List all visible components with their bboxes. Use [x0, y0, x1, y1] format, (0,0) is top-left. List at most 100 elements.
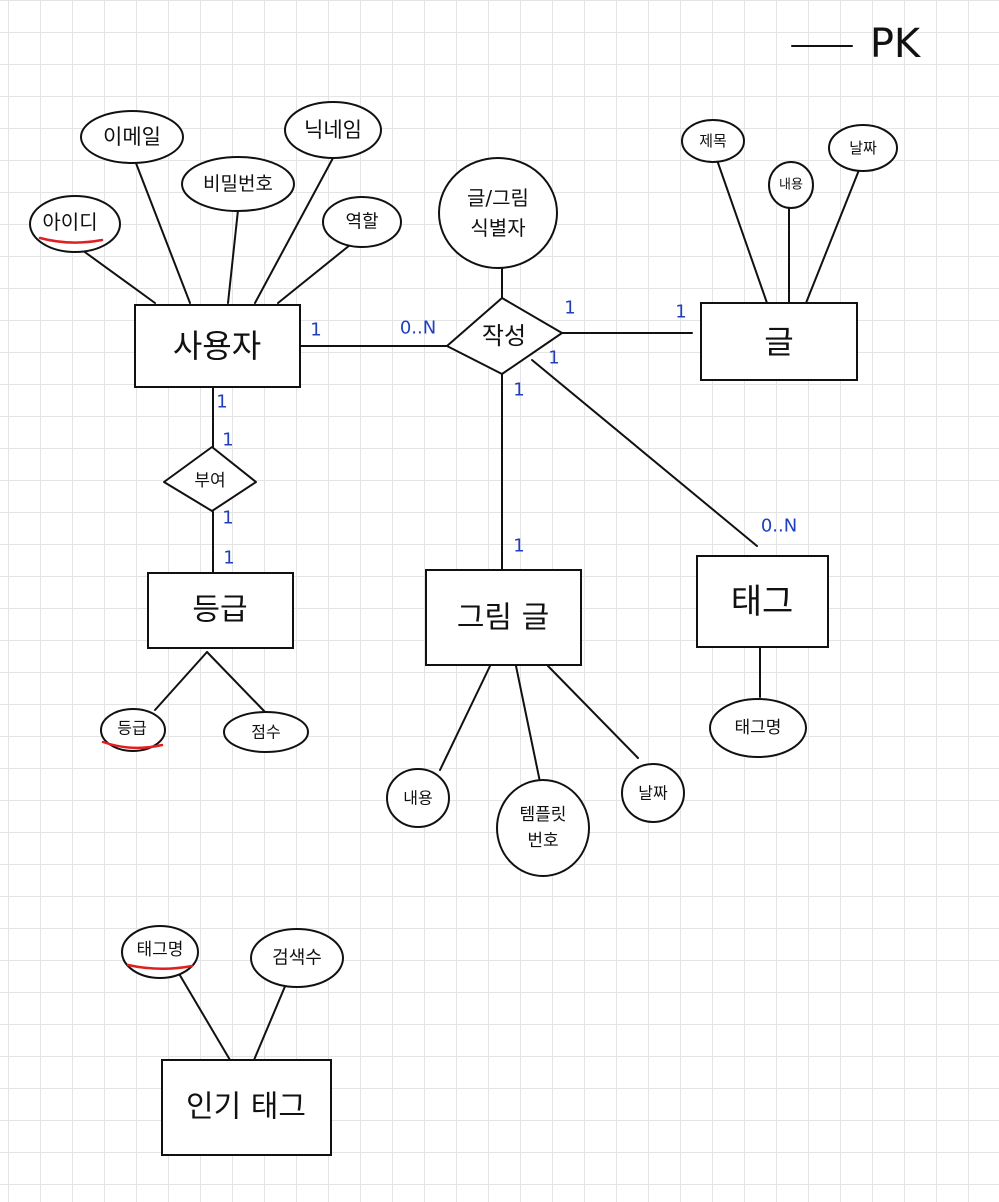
- attr-popular-tag-search-count-label: 검색수: [272, 948, 322, 969]
- cardinality-grade-assign: 1: [223, 548, 234, 569]
- connector-user-password: [227, 209, 239, 304]
- attr-write-identifier-label-line: 글/그림: [467, 186, 529, 210]
- attr-popular-tag-name-label: 태그명: [137, 940, 184, 960]
- attr-drawing-template-ellipse: [496, 779, 590, 877]
- connector-popular-tag-search-count: [253, 983, 287, 1061]
- relationship-assign-diamond: [163, 446, 257, 512]
- attr-grade-score-ellipse: [223, 711, 309, 753]
- attr-grade-grade-pk-underline: [101, 740, 164, 750]
- relationship-write-label: 작성: [482, 322, 526, 350]
- attr-tag-name-label: 태그명: [735, 718, 782, 738]
- attr-drawing-date-ellipse: [621, 763, 685, 823]
- attr-drawing-template-label-line: 번호: [527, 831, 558, 851]
- attr-post-content-ellipse: [768, 161, 814, 209]
- attr-drawing-content-label: 내용: [403, 789, 432, 808]
- connectors: [81, 157, 860, 1061]
- attr-user-id-pk-underline: [38, 236, 104, 244]
- attr-user-id-ellipse: [29, 195, 121, 253]
- attr-user-email: 이메일: [80, 110, 184, 164]
- connector-grade-grade: [154, 651, 208, 711]
- attr-user-password-label: 비밀번호: [203, 173, 273, 195]
- connector-post-date: [805, 169, 860, 304]
- attr-drawing-template-label-line: 템플릿: [520, 805, 567, 825]
- connector-user-nickname: [254, 157, 334, 304]
- attr-post-date-label: 날짜: [849, 139, 877, 157]
- attr-post-title-label: 제목: [699, 132, 727, 150]
- attr-popular-tag-name: 태그명: [121, 925, 199, 979]
- attr-user-password-ellipse: [181, 156, 295, 212]
- attr-post-content-label: 내용: [779, 178, 803, 193]
- entity-drawing: 그림 글: [425, 569, 582, 666]
- attr-popular-tag-name-ellipse: [121, 925, 199, 979]
- attr-grade-grade: 등급: [100, 708, 166, 752]
- connector-drawing-date: [547, 665, 639, 759]
- attr-post-date-ellipse: [828, 124, 898, 172]
- connector-drawing-template: [515, 665, 541, 783]
- cardinality-tag-write: 0..N: [761, 516, 797, 537]
- connector-write-tag: [531, 359, 758, 547]
- attr-tag-name: 태그명: [709, 698, 807, 758]
- attr-post-title-ellipse: [681, 119, 745, 163]
- attr-grade-grade-ellipse: [100, 708, 166, 752]
- cardinality-write-post: 1: [564, 298, 575, 319]
- connector-grade-score: [206, 651, 266, 713]
- pk-legend-label: PK: [870, 21, 922, 67]
- entity-drawing-label: 그림 글: [457, 601, 549, 636]
- entity-post: 글: [700, 302, 858, 381]
- attr-user-nickname-label: 닉네임: [304, 118, 362, 142]
- cardinality-assign-user: 1: [222, 430, 233, 451]
- attr-user-role: 역할: [322, 196, 402, 248]
- attr-drawing-date: 날짜: [621, 763, 685, 823]
- connector-drawing-content: [439, 665, 491, 771]
- cardinality-labels: 1 0..N 1 1 1 1 1 0..N 1 1 1 1: [216, 298, 797, 569]
- cardinality-drawing-write: 1: [513, 536, 524, 557]
- attr-user-nickname-ellipse: [284, 101, 382, 159]
- attr-user-password: 비밀번호: [181, 156, 295, 212]
- entity-popular-tag-box: [161, 1059, 332, 1156]
- attr-popular-tag-name-pk-underline: [126, 963, 194, 971]
- attr-drawing-content-ellipse: [386, 768, 450, 828]
- attr-popular-tag-search-count: 검색수: [250, 928, 344, 988]
- entity-drawing-box: [425, 569, 582, 666]
- entity-grade-label: 등급: [192, 593, 247, 628]
- attr-user-id: 아이디: [29, 195, 121, 253]
- attr-user-role-label: 역할: [345, 212, 378, 233]
- cardinality-user-assign: 1: [216, 392, 227, 413]
- attr-write-identifier-label-line: 식별자: [470, 216, 525, 240]
- entity-post-box: [700, 302, 858, 381]
- connector-user-role: [277, 244, 351, 304]
- entity-tag-label: 태그: [731, 582, 794, 622]
- relationship-write: 작성: [446, 297, 563, 375]
- connector-user-id: [81, 249, 156, 304]
- entity-grade: 등급: [147, 572, 294, 649]
- entity-user-box: [134, 304, 301, 388]
- relationship-assign: 부여: [163, 446, 257, 512]
- entity-tag-box: [696, 555, 829, 648]
- attr-popular-tag-search-count-ellipse: [250, 928, 344, 988]
- cardinality-assign-grade: 1: [222, 508, 233, 529]
- attr-user-email-ellipse: [80, 110, 184, 164]
- entity-popular-tag-label: 인기 태그: [186, 1090, 306, 1125]
- cardinality-write-drawing: 1: [513, 380, 524, 401]
- connector-user-email: [133, 157, 191, 304]
- cardinality-write-tag-near: 1: [548, 348, 559, 369]
- attr-grade-grade-label: 등급: [117, 719, 146, 738]
- attr-drawing-content: 내용: [386, 768, 450, 828]
- entity-post-label: 글: [764, 323, 793, 361]
- cardinality-post-write: 1: [675, 302, 686, 323]
- cardinality-user-write: 1: [310, 320, 321, 341]
- attr-user-id-label: 아이디: [42, 210, 97, 234]
- entity-user: 사용자: [134, 304, 301, 388]
- attr-post-title: 제목: [681, 119, 745, 163]
- connector-post-title: [716, 159, 768, 304]
- attr-user-nickname: 닉네임: [284, 101, 382, 159]
- attr-grade-score: 점수: [223, 711, 309, 753]
- attr-post-content: 내용: [768, 161, 814, 209]
- attr-grade-score-label: 점수: [251, 723, 280, 742]
- connector-popular-tag-name: [177, 971, 231, 1061]
- attr-tag-name-ellipse: [709, 698, 807, 758]
- entity-tag: 태그: [696, 555, 829, 648]
- attr-post-date: 날짜: [828, 124, 898, 172]
